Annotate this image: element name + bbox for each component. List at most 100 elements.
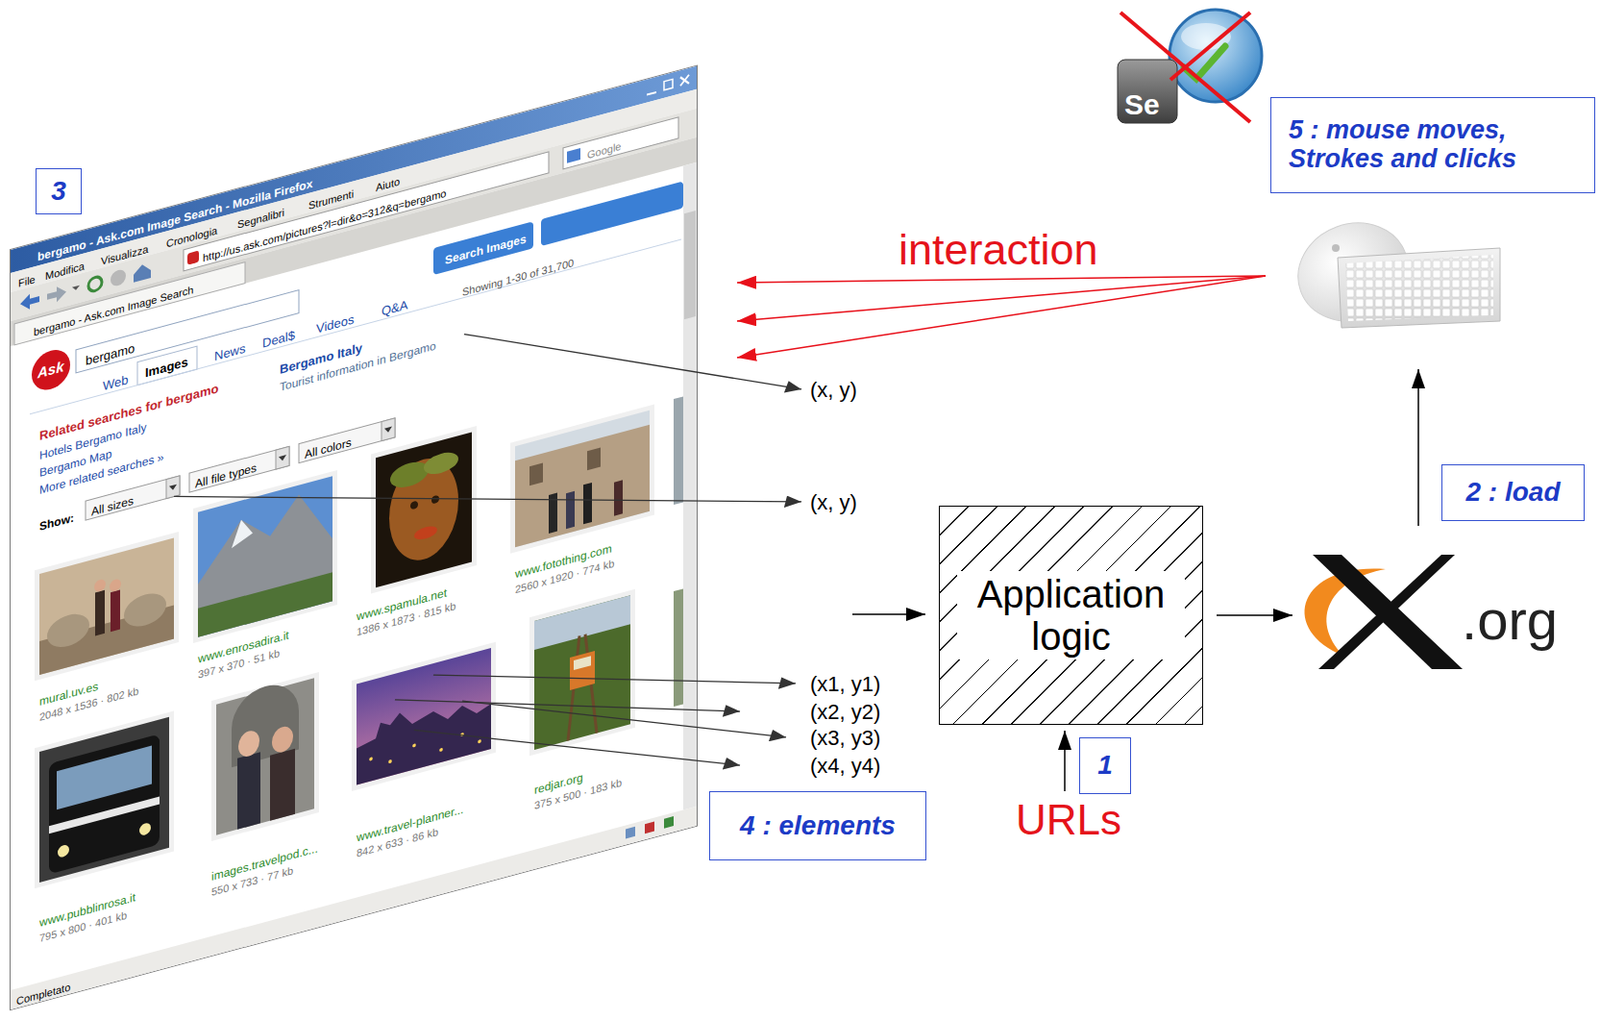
- thumbnail-image: [95, 590, 105, 637]
- browser-chrome: [10, 108, 697, 321]
- selenium-logo: [1117, 9, 1262, 124]
- browser-chrome: [664, 815, 674, 829]
- thumbnail-image: [216, 677, 315, 835]
- thumbnail-image: [569, 650, 595, 690]
- coordinate-label: (x3, y3): [810, 725, 881, 750]
- xorg-logo-mark: [1312, 554, 1463, 669]
- coordinate-label-holder: (x4, y4): [810, 753, 881, 778]
- thumbnail-image: [47, 609, 90, 652]
- thumbnail-image: [197, 475, 333, 638]
- arrow-label-holder: interaction: [898, 224, 1099, 275]
- arrow-label: interaction: [898, 224, 1099, 274]
- coordinate-label: (x4, y4): [810, 753, 881, 778]
- selenium-logo: [1120, 12, 1251, 123]
- process-box-text: Application logic: [957, 570, 1185, 660]
- flow-arrow: [852, 369, 1419, 791]
- mouse-keyboard-icon: [1345, 254, 1494, 321]
- thumbnail-image: [369, 756, 373, 762]
- thumbnail-image: [390, 457, 429, 492]
- leader-lines: [394, 607, 740, 805]
- browser-screenshot: [10, 66, 697, 1010]
- xorg-logo-mark: [1318, 554, 1455, 669]
- thumbnail-image: [231, 516, 253, 548]
- flow-arrow: [1417, 369, 1420, 526]
- thumbnail-image: [515, 410, 650, 548]
- thumbnail-image: [388, 759, 393, 764]
- browser-chrome: [683, 162, 697, 811]
- leader-lines: [173, 327, 802, 669]
- thumbnail-image: [529, 463, 543, 487]
- coordinate-label: (x2, y2): [810, 699, 881, 724]
- thumbnail-image: [34, 710, 174, 888]
- process-box: Application logic: [938, 505, 1204, 725]
- coordinate-label-holder: (x1, y1): [810, 671, 881, 696]
- page-widgets: [29, 239, 682, 415]
- thumbnail-image: [439, 747, 444, 753]
- step-callout: 1: [1079, 737, 1132, 794]
- input-label-holder: URLs: [1015, 795, 1122, 845]
- thumbnail-image: [431, 493, 440, 504]
- step-callout-text: 4 : elements: [739, 811, 896, 841]
- leader-lines: [10, 18, 876, 1019]
- thumbnail-image: [375, 431, 472, 588]
- step-callout: 2 : load: [1441, 464, 1585, 521]
- logo-text: Se: [1124, 88, 1160, 121]
- thumbnail-image: [356, 647, 492, 786]
- thumbnail-image: [238, 728, 260, 760]
- page-widgets: [169, 484, 177, 492]
- browser-chrome: [680, 74, 690, 86]
- coordinate-label-holder: (x2, y2): [810, 699, 881, 724]
- xorg-logo: .org: [1305, 560, 1558, 679]
- thumbnail-image: [270, 748, 296, 821]
- thumbnail-image: [49, 733, 160, 874]
- page-widgets: [278, 454, 287, 462]
- xorg-logo-text: .org: [1461, 589, 1558, 651]
- interaction-arrow: [737, 275, 1266, 321]
- page-widgets: [189, 445, 290, 493]
- mouse-keyboard-icon: [1337, 247, 1501, 328]
- thumbnail-image: [460, 732, 465, 738]
- browser-chrome: [566, 147, 581, 164]
- page-widgets: [31, 344, 71, 394]
- thumbnail-image: [515, 424, 650, 548]
- thumbnail-image: [34, 369, 684, 888]
- thumbnail-image: [139, 821, 151, 837]
- thumbnail-image: [193, 469, 338, 643]
- browser-chrome: [72, 285, 80, 292]
- thumbnail-image: [412, 742, 417, 748]
- thumbnail-image: [567, 631, 597, 741]
- coordinate-label-holder: (x, y): [810, 490, 858, 515]
- thumbnail-image: [271, 723, 294, 755]
- xorg-logo-mark: [1304, 554, 1463, 669]
- browser-chrome: [664, 78, 673, 90]
- page-widgets: [166, 475, 180, 499]
- firefox-window: bergamo - Ask.com Image Search - Mozilla…: [10, 66, 697, 1010]
- thumbnail-image: [410, 499, 419, 510]
- coordinate-label: (x1, y1): [810, 671, 881, 696]
- thumbnail-image: [673, 395, 684, 505]
- coordinate-label: (x, y): [810, 490, 858, 515]
- page-widgets: [85, 475, 180, 520]
- page-widgets: [381, 418, 395, 442]
- browser-chrome: [88, 275, 102, 294]
- page-widgets: [384, 426, 393, 434]
- step-callout: 3: [35, 168, 82, 215]
- thumbnail-image: [548, 492, 558, 534]
- thumbnail-image: [351, 641, 496, 791]
- thumbnail-image: [583, 482, 592, 524]
- step-callout-text: 3: [50, 176, 67, 207]
- selenium-logo: [1117, 59, 1178, 124]
- browser-chrome: [644, 820, 655, 834]
- browser-chrome: [133, 262, 151, 283]
- thumbnail-image: [56, 745, 152, 811]
- thumbnail-image: [94, 577, 106, 592]
- thumbnail-image: [534, 594, 631, 750]
- thumbnail-image: [414, 523, 438, 542]
- connector-arrow: [1216, 614, 1293, 616]
- thumbnail-image: [109, 577, 122, 592]
- thumbnail-image: [573, 655, 591, 670]
- thumbnail-image: [110, 589, 121, 632]
- thumbnail-image: [211, 671, 320, 841]
- browser-chrome: [110, 268, 126, 288]
